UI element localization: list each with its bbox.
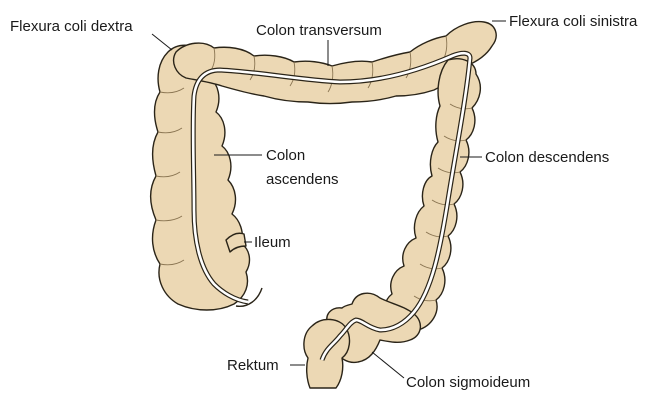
label-colon-ascendens-line1: Colon [266,147,305,164]
label-colon-ascendens-line2: ascendens [266,171,339,188]
label-flexura-coli-sinistra: Flexura coli sinistra [509,13,638,30]
label-colon-descendens: Colon descendens [485,149,609,166]
leader-sigmoideum [372,352,404,378]
label-ileum: Ileum [254,234,291,251]
label-colon-sigmoideum: Colon sigmoideum [406,374,530,391]
label-flexura-coli-dextra: Flexura coli dextra [10,18,133,35]
label-rektum: Rektum [227,357,279,374]
label-colon-transversum: Colon transversum [256,22,382,39]
leader-flexura-dextra [152,34,172,50]
